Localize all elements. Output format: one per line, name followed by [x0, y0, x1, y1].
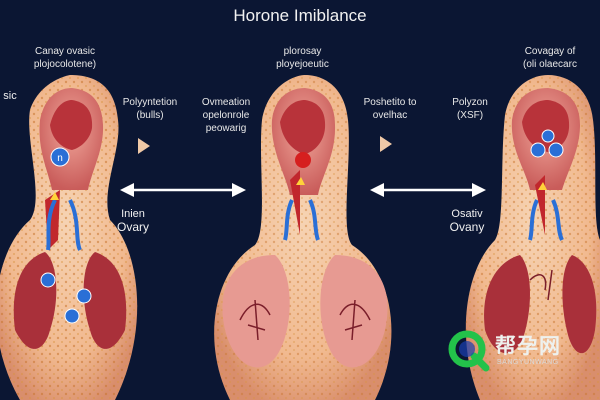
watermark-text: 帮孕网 [495, 335, 561, 358]
center-organ [214, 75, 392, 400]
middle-label-center: Ovmeation opelonrole peowarig [201, 97, 251, 134]
right-ovary-label: Osativ Ovany [449, 208, 485, 234]
watermark-subtext: BANGYUNWANG [497, 359, 559, 366]
double-arrow-right [370, 183, 486, 197]
middle-label-far-right: Polyzon (XSF) [452, 97, 488, 121]
left-organ: n [0, 75, 138, 400]
right-top-label: Covagay of (oli olaecarc [523, 46, 577, 70]
left-top-label: Canay ovasic plojocolotene) [33, 46, 97, 70]
center-top-label: plorosay ployejoeutic [276, 46, 329, 70]
svg-text:n: n [57, 153, 63, 164]
watermark-logo [448, 330, 490, 372]
left-side-label: sic [3, 90, 17, 102]
watermark: 帮孕网 BANGYUNWANG [445, 328, 595, 373]
chevron-right-icon [138, 138, 150, 154]
chevron-right-icon [380, 136, 392, 152]
middle-label-right: Poshetito to ovelhac [363, 97, 417, 121]
middle-label-left: Polyyntetion (bulls) [122, 97, 178, 121]
right-organ [465, 75, 600, 400]
page-title: Horone Imiblance [233, 6, 367, 25]
left-ovary-label: Inien Ovary [116, 208, 149, 234]
double-arrow-left [120, 183, 246, 197]
